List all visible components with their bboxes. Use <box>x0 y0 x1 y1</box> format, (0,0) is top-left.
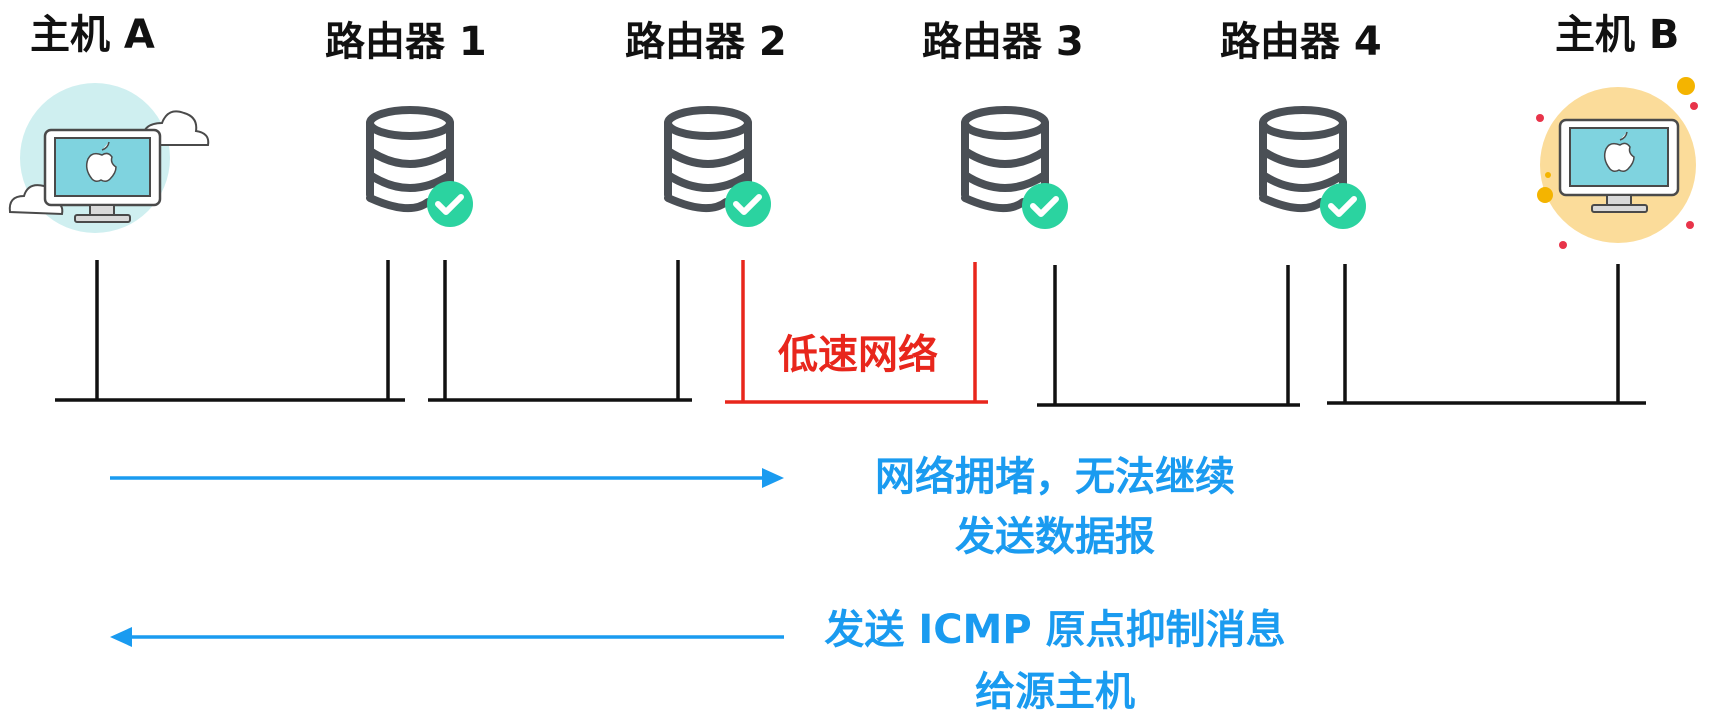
host-b-label: 主机 B <box>1555 12 1679 58</box>
router-2-icon <box>664 106 771 227</box>
congestion-message-line-1: 网络拥堵，无法继续 <box>875 454 1235 500</box>
icmp-message-line-1: 发送 ICMP 原点抑制消息 <box>824 607 1285 653</box>
router-3-label: 路由器 3 <box>922 19 1084 65</box>
link-router-1-router-2 <box>428 260 692 402</box>
arrow-right-icon <box>110 468 784 488</box>
router-4-icon <box>1259 106 1366 229</box>
slow-network-label: 低速网络 <box>778 332 938 378</box>
computer-monitor-sun-icon <box>1536 77 1698 249</box>
host-a-label: 主机 A <box>30 12 155 58</box>
link-host-a-router-1 <box>55 260 405 402</box>
router-4-label: 路由器 4 <box>1220 19 1382 65</box>
check-badge-icon <box>1022 183 1068 229</box>
router-3-icon <box>961 106 1068 229</box>
link-router-2-router-3-slow <box>725 260 988 404</box>
link-router-3-router-4 <box>1037 265 1300 407</box>
check-badge-icon <box>427 181 473 227</box>
link-router-4-host-b <box>1327 264 1646 405</box>
router-1-icon <box>366 106 473 227</box>
router-2-label: 路由器 2 <box>625 19 787 65</box>
computer-monitor-cloud-icon <box>8 83 210 233</box>
router-1-label: 路由器 1 <box>325 19 487 65</box>
check-badge-icon <box>1320 183 1366 229</box>
congestion-message-line-2: 发送数据报 <box>955 514 1155 560</box>
arrow-left-icon <box>110 627 784 647</box>
check-badge-icon <box>725 181 771 227</box>
icmp-message-line-2: 给源主机 <box>975 669 1135 715</box>
